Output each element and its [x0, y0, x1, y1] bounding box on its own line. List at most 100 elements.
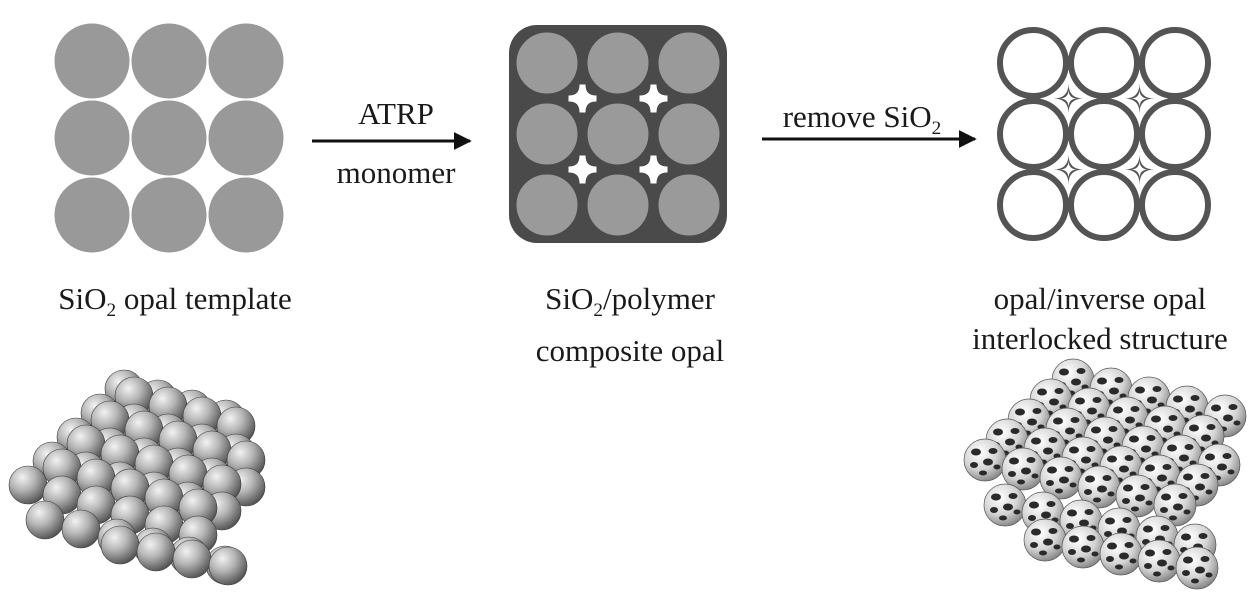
shell-pore — [1233, 420, 1241, 426]
stack-sphere — [25, 500, 65, 540]
shell-pore — [1031, 528, 1041, 536]
shell-pore — [1205, 489, 1213, 495]
shell-pore — [1183, 473, 1193, 481]
shell-pore — [1030, 542, 1038, 548]
shell-pore — [1069, 535, 1079, 543]
shell-pore — [1028, 515, 1036, 521]
shell-pore — [1217, 463, 1227, 471]
shell-pore — [1167, 444, 1177, 452]
shell-pore — [1086, 535, 1096, 541]
shell-pore — [1201, 434, 1211, 442]
shell-pore — [1107, 491, 1115, 497]
atrp-label: ATRP — [358, 96, 434, 131]
composite-void — [568, 155, 597, 184]
shell-pore — [1064, 466, 1074, 472]
shell-pore — [1092, 397, 1102, 403]
shell-pore — [1222, 453, 1232, 459]
template-sphere — [54, 23, 130, 99]
shell-pore — [1223, 414, 1233, 422]
inverse-shell — [1139, 169, 1211, 241]
composite-caption-pre: SiO — [545, 281, 594, 316]
shell-pore — [1005, 438, 1015, 446]
shell-pore — [1093, 497, 1101, 503]
inverse-shell — [997, 169, 1069, 241]
remove-sio2-subscript: 2 — [931, 118, 942, 140]
shell-pore — [1114, 377, 1124, 383]
shell-pore — [1010, 428, 1020, 434]
template-caption-sub: 2 — [106, 300, 117, 322]
shell-pore — [1043, 538, 1053, 546]
shell-pore — [1031, 437, 1041, 445]
composite-opal-grid — [509, 25, 727, 243]
shell-pore — [1085, 475, 1095, 483]
shell-pore — [1037, 388, 1047, 396]
shell-pore — [1091, 551, 1099, 557]
shell-pore — [970, 462, 978, 468]
shell-pore — [1206, 424, 1216, 430]
shell-pore — [1143, 525, 1153, 533]
shell-pore — [1041, 511, 1051, 519]
shell-pore — [1008, 493, 1018, 499]
shell-pore — [1029, 501, 1039, 509]
shell-pore — [1145, 464, 1155, 472]
shell-pore — [999, 515, 1007, 521]
composite-sphere — [656, 172, 722, 238]
shell-pore — [1027, 418, 1037, 426]
stack-sphere — [136, 532, 176, 572]
shell-pore — [1151, 415, 1161, 423]
shell-pore — [1077, 557, 1085, 563]
composite-sphere — [514, 101, 580, 167]
shell-pore — [1071, 378, 1081, 386]
shell-pore — [1097, 485, 1107, 493]
composite-caption-line1: SiO2/polymer — [480, 279, 780, 331]
shell-pore — [1103, 436, 1113, 444]
shell-pore — [1047, 466, 1057, 474]
shell-pore — [1021, 467, 1031, 475]
shell-pore — [1131, 506, 1139, 512]
inverse-node-void — [1059, 160, 1078, 179]
remove-sio2-label: remove SiO2 — [762, 99, 962, 147]
shell-pore — [1124, 542, 1134, 548]
composite-caption-line2: composite opal — [535, 333, 725, 369]
shell-pore — [1053, 417, 1063, 425]
shell-pore — [1081, 545, 1091, 553]
shell-pore — [1153, 571, 1161, 577]
shell-pore — [1009, 457, 1019, 465]
inverse-shell — [1068, 169, 1140, 241]
shell-pore — [1048, 437, 1058, 443]
template-sphere — [131, 100, 207, 176]
shell-pore — [1031, 473, 1039, 479]
shell-pore — [1032, 408, 1042, 414]
shell-pore — [1068, 549, 1076, 555]
shell-pore — [1122, 517, 1132, 523]
inverse-opal-grid — [997, 27, 1211, 241]
shell-pore — [1017, 479, 1025, 485]
composite-void — [568, 84, 597, 113]
inverse-node-void — [1130, 89, 1149, 108]
shell-pore — [1129, 558, 1137, 564]
shell-pore — [1106, 556, 1114, 562]
shell-pore — [1200, 473, 1210, 479]
shell-pore — [1084, 509, 1094, 515]
stack-sphere — [61, 509, 101, 549]
shell-pore — [1097, 377, 1107, 385]
shell-pore — [1122, 498, 1130, 504]
composite-sphere — [656, 30, 722, 96]
shell-pore — [1146, 435, 1156, 441]
shell-pore — [1059, 368, 1069, 376]
shell-pore — [1079, 519, 1089, 527]
composite-void — [639, 84, 668, 113]
composite-sphere — [514, 172, 580, 238]
shell-pore — [1055, 488, 1063, 494]
shell-pore — [1104, 531, 1112, 537]
shell-pore — [1054, 388, 1064, 394]
shell-pore — [1059, 476, 1069, 484]
sphere-stack-3d-illustration — [8, 369, 266, 586]
shell-pore — [1228, 404, 1238, 410]
shell-pore — [1169, 515, 1177, 521]
shell-pore — [1053, 544, 1061, 550]
template-sphere — [131, 23, 207, 99]
shell-pore — [1081, 456, 1091, 464]
shell-pore — [1084, 489, 1092, 495]
